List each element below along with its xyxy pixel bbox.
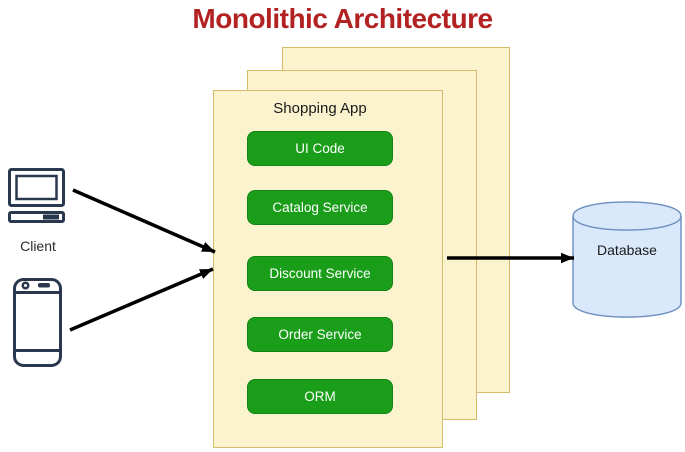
database-label: Database	[597, 242, 657, 258]
component-ui-code: UI Code	[247, 131, 393, 166]
database-cylinder	[572, 201, 682, 318]
shopping-app-label: Shopping App	[273, 100, 367, 117]
desktop-computer-icon	[8, 168, 65, 223]
component-discount-service: Discount Service	[247, 256, 393, 291]
component-orm: ORM	[247, 379, 393, 414]
arrow-desktop-to-app	[72, 188, 216, 254]
component-catalog-service: Catalog Service	[247, 190, 393, 225]
component-order-service: Order Service	[247, 317, 393, 352]
diagram-title: Monolithic Architecture	[192, 3, 493, 34]
shopping-app-node: Shopping App UI Code Catalog Service Dis…	[213, 90, 443, 448]
client-label: Client	[20, 238, 56, 254]
smartphone-icon	[13, 278, 62, 367]
arrow-phone-to-app	[69, 267, 214, 332]
